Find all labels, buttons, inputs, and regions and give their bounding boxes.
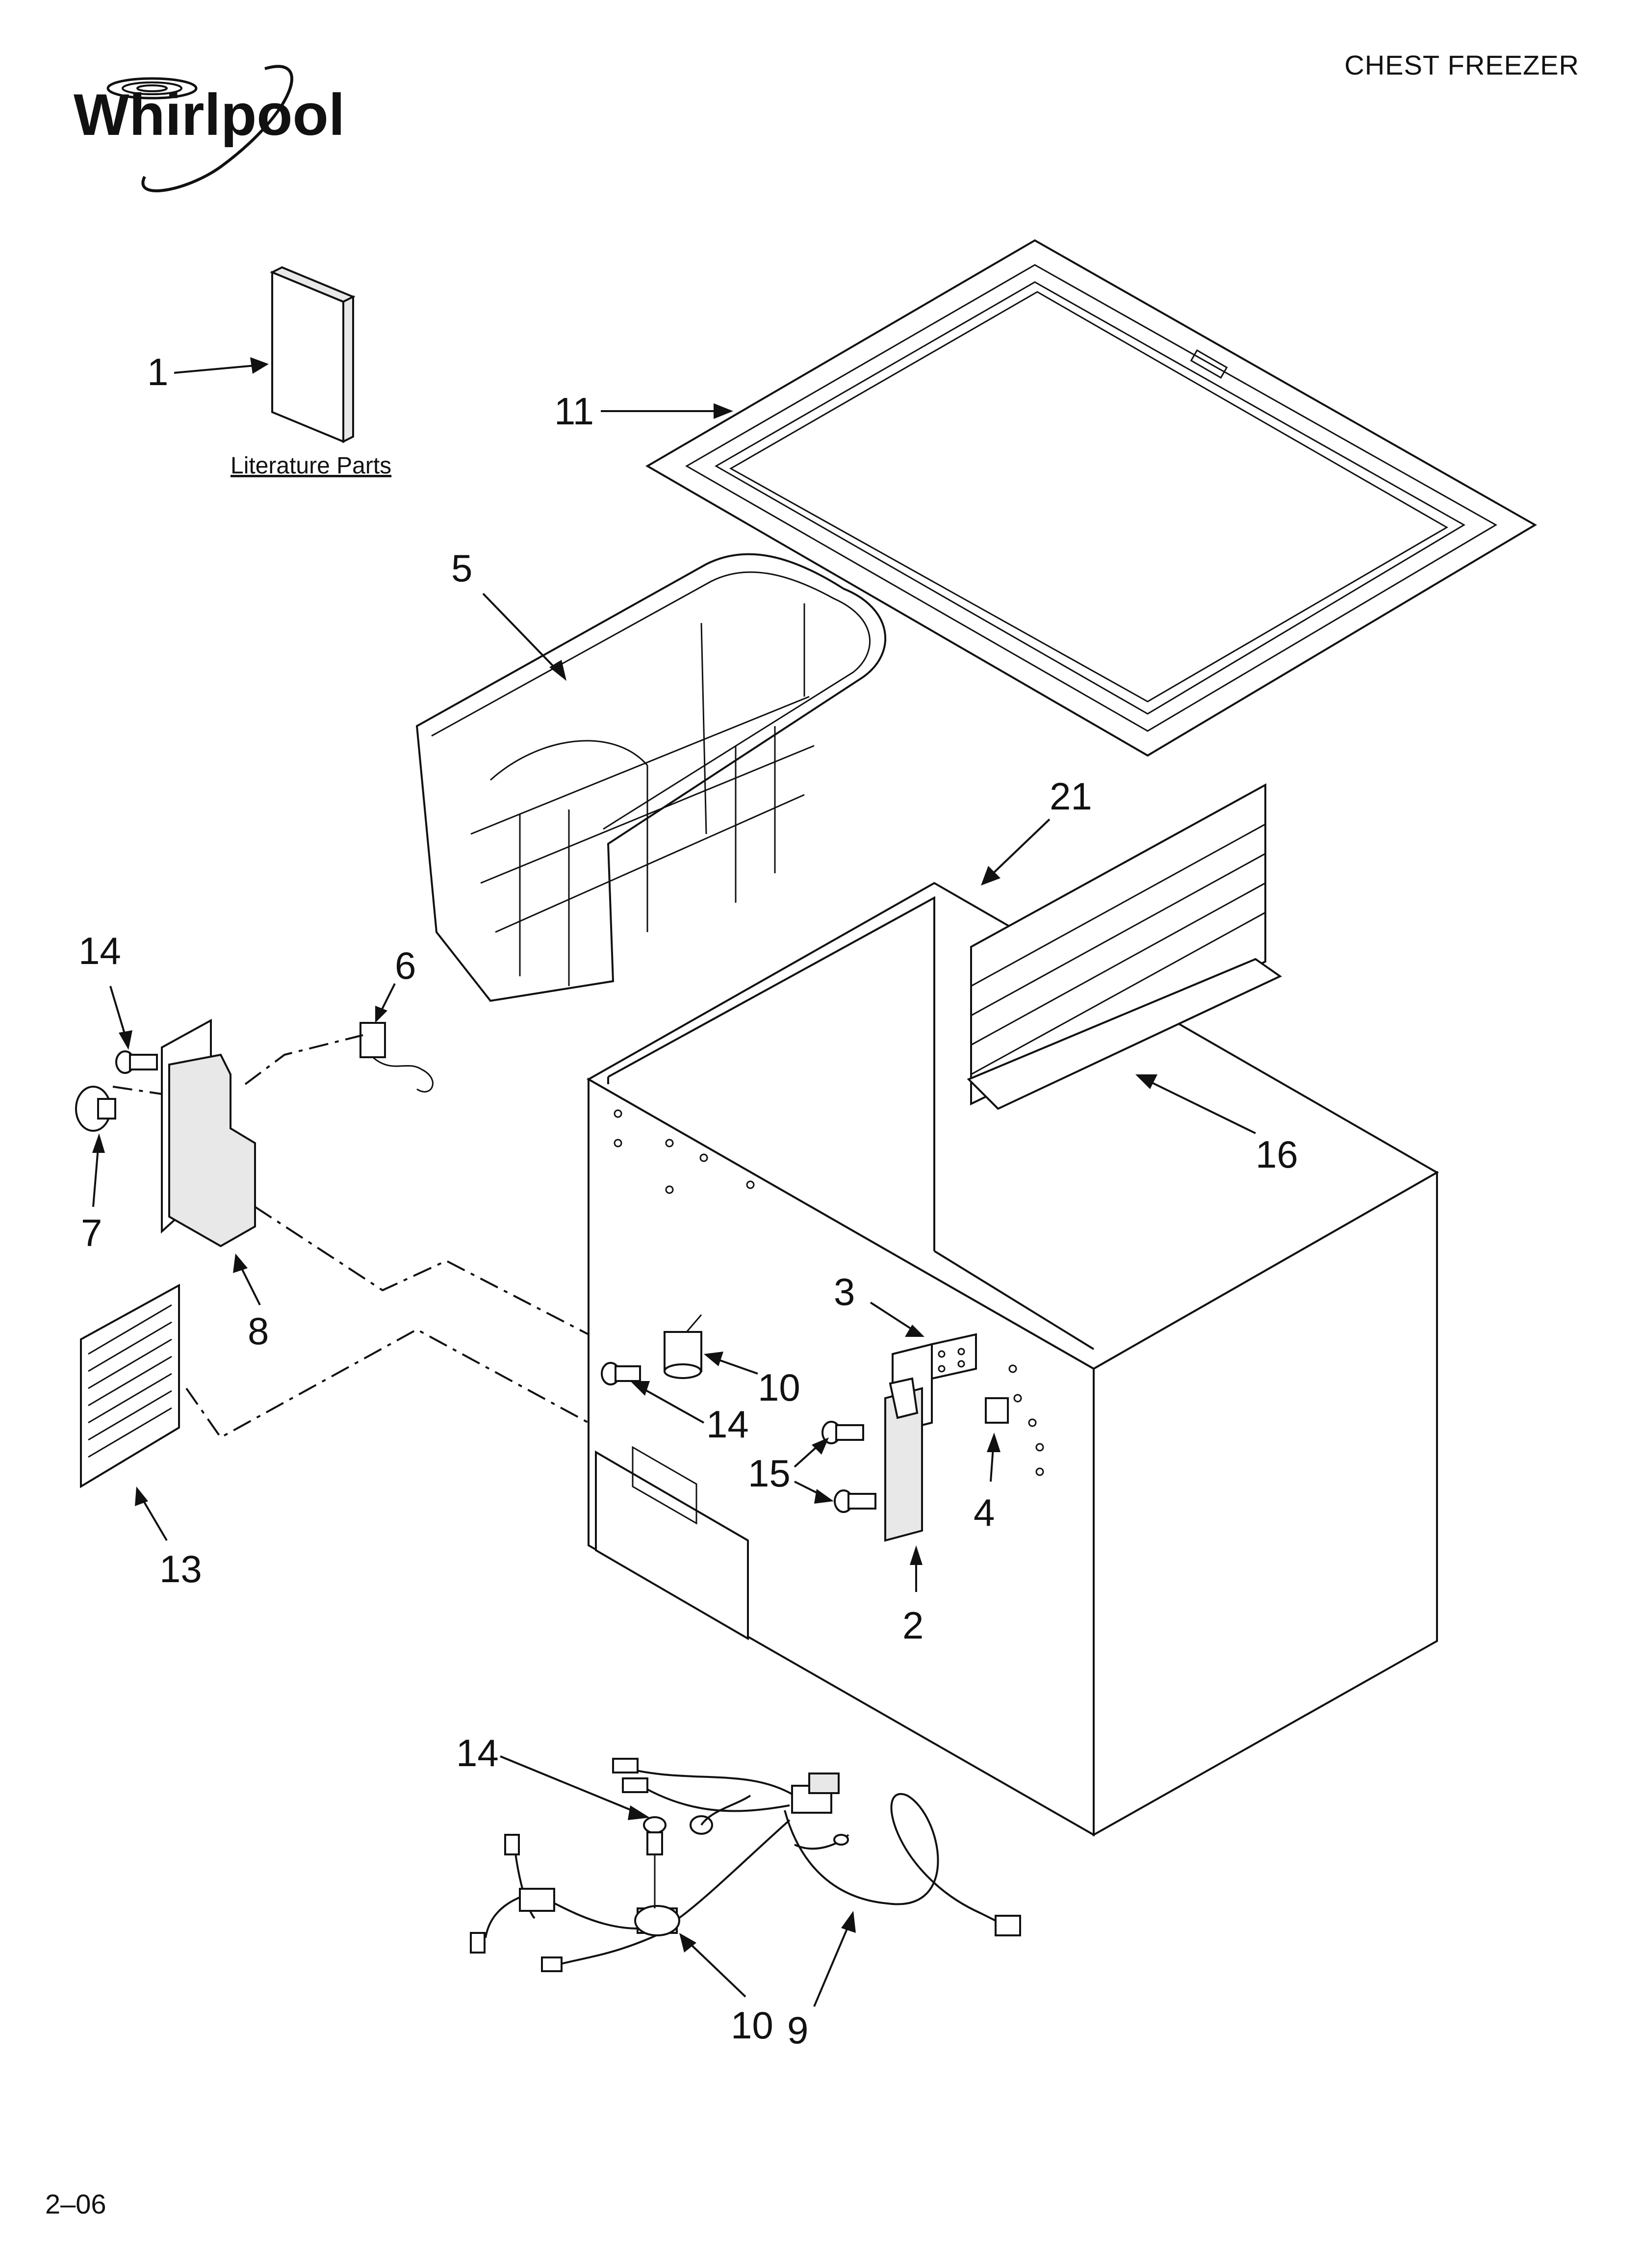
callout-14-top: 14	[78, 929, 121, 972]
leader-13	[141, 1498, 168, 1541]
literature-parts-label: Literature Parts	[231, 453, 391, 479]
assembly-line-6	[244, 1034, 363, 1085]
storage-basket	[415, 553, 887, 1002]
callout-1: 1	[147, 350, 168, 393]
callout-11: 11	[554, 390, 594, 433]
leader-5	[482, 593, 558, 671]
callout-10-upper: 10	[758, 1366, 800, 1409]
leader-15a	[794, 1444, 820, 1468]
callout-5: 5	[451, 547, 472, 590]
leader-10-upper	[716, 1358, 758, 1375]
callout-9: 9	[787, 2008, 808, 2052]
leader-7	[92, 1147, 99, 1207]
literature-booklet	[270, 266, 356, 443]
thermostat-knob	[75, 1086, 116, 1132]
hinge-cap	[985, 1397, 1009, 1424]
capacitor-lower	[634, 1905, 680, 1936]
control-housing	[161, 1018, 256, 1248]
leader-14b	[642, 1387, 704, 1424]
freezer-cabinet	[586, 882, 1439, 1837]
callout-10-lower: 10	[731, 2004, 773, 2047]
leader-21	[992, 818, 1051, 874]
capacitor-upper	[664, 1314, 702, 1379]
leader-14c	[500, 1755, 638, 1814]
callout-16: 16	[1256, 1133, 1298, 1176]
screw-cabinet	[601, 1362, 641, 1385]
diagram-title: CHEST FREEZER	[1344, 50, 1579, 80]
callout-8: 8	[248, 1309, 269, 1353]
leader-10-lower	[688, 1942, 746, 1998]
divider-panel	[967, 783, 1282, 1110]
screw-top-left	[115, 1050, 158, 1074]
callout-7: 7	[81, 1211, 102, 1254]
lid-gasket-frame	[645, 239, 1537, 757]
leader-16	[1150, 1081, 1256, 1134]
callout-15: 15	[748, 1452, 791, 1495]
leader-8	[239, 1265, 261, 1305]
brand-wordmark: Whirlpool	[74, 82, 345, 148]
callout-14-mid: 14	[706, 1403, 749, 1446]
callout-21: 21	[1050, 775, 1092, 818]
grille	[80, 1283, 180, 1488]
assembly-line-7	[112, 1086, 162, 1095]
callout-2: 2	[902, 1604, 924, 1647]
hinge-screws	[821, 1421, 876, 1513]
whirlpool-logo: Whirlpool	[74, 65, 345, 192]
callout-4: 4	[974, 1491, 995, 1534]
assembly-line-8	[254, 1206, 589, 1335]
wiring-harness	[470, 1758, 1021, 1972]
revision-code: 2–06	[45, 2189, 106, 2219]
leader-9	[813, 1925, 849, 2007]
callout-14-bottom: 14	[456, 1731, 499, 1774]
leader-14a	[109, 986, 126, 1036]
leader-6	[379, 983, 396, 1014]
leader-4	[990, 1447, 994, 1482]
lid-hinge	[884, 1343, 933, 1542]
thermostat	[359, 1022, 434, 1093]
callout-6: 6	[395, 944, 416, 987]
leader-1	[174, 365, 256, 374]
assembly-line-13	[185, 1328, 589, 1439]
leader-3	[870, 1302, 913, 1330]
screw-harness	[643, 1816, 667, 1908]
callout-13: 13	[159, 1547, 202, 1590]
callout-3: 3	[834, 1270, 855, 1313]
